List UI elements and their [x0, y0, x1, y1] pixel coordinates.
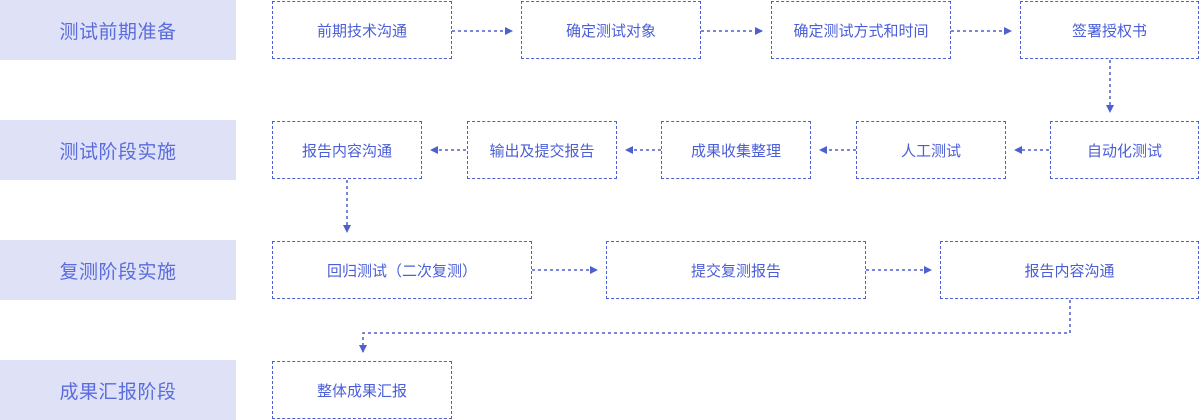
step-define-target: 确定测试对象 [521, 1, 701, 59]
step-define-method-time: 确定测试方式和时间 [771, 1, 951, 59]
stage-label-prep: 测试前期准备 [0, 0, 236, 60]
step-tech-communication: 前期技术沟通 [272, 1, 452, 59]
step-manual-testing: 人工测试 [856, 121, 1006, 179]
step-regression-test: 回归测试（二次复测） [272, 241, 532, 299]
step-submit-retest-report: 提交复测报告 [606, 241, 866, 299]
stage-label-retest: 复测阶段实施 [0, 240, 236, 300]
step-automated-testing: 自动化测试 [1050, 121, 1199, 179]
step-output-report: 输出及提交报告 [467, 121, 617, 179]
stage-label-report: 成果汇报阶段 [0, 360, 236, 420]
stage-label-testing: 测试阶段实施 [0, 120, 236, 180]
step-report-communication: 报告内容沟通 [272, 121, 422, 179]
step-report-communication-2: 报告内容沟通 [940, 241, 1199, 299]
step-overall-report: 整体成果汇报 [272, 361, 452, 419]
step-sign-authorization: 签署授权书 [1020, 1, 1199, 59]
arrow-row3-to-row4 [359, 300, 1071, 353]
step-collect-results: 成果收集整理 [661, 121, 811, 179]
